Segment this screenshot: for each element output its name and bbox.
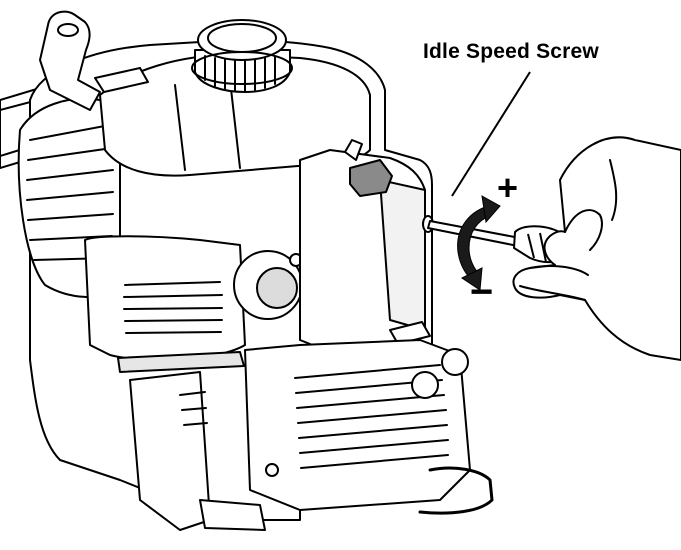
increase-symbol: + xyxy=(497,167,518,208)
idle-speed-screw-label: Idle Speed Screw xyxy=(423,40,599,64)
cylinder-bolt-2 xyxy=(442,349,468,375)
bottom-foot xyxy=(200,500,265,530)
side-panel xyxy=(85,236,245,360)
cylinder-bolt-1 xyxy=(412,372,438,398)
choke-knob xyxy=(257,268,297,308)
handle-hole xyxy=(58,24,78,36)
fuel-cap-inner xyxy=(208,24,276,52)
engine-base xyxy=(130,372,210,530)
leader-line xyxy=(452,72,530,196)
panel-screw-2 xyxy=(266,464,278,476)
decrease-symbol: − xyxy=(470,270,493,314)
